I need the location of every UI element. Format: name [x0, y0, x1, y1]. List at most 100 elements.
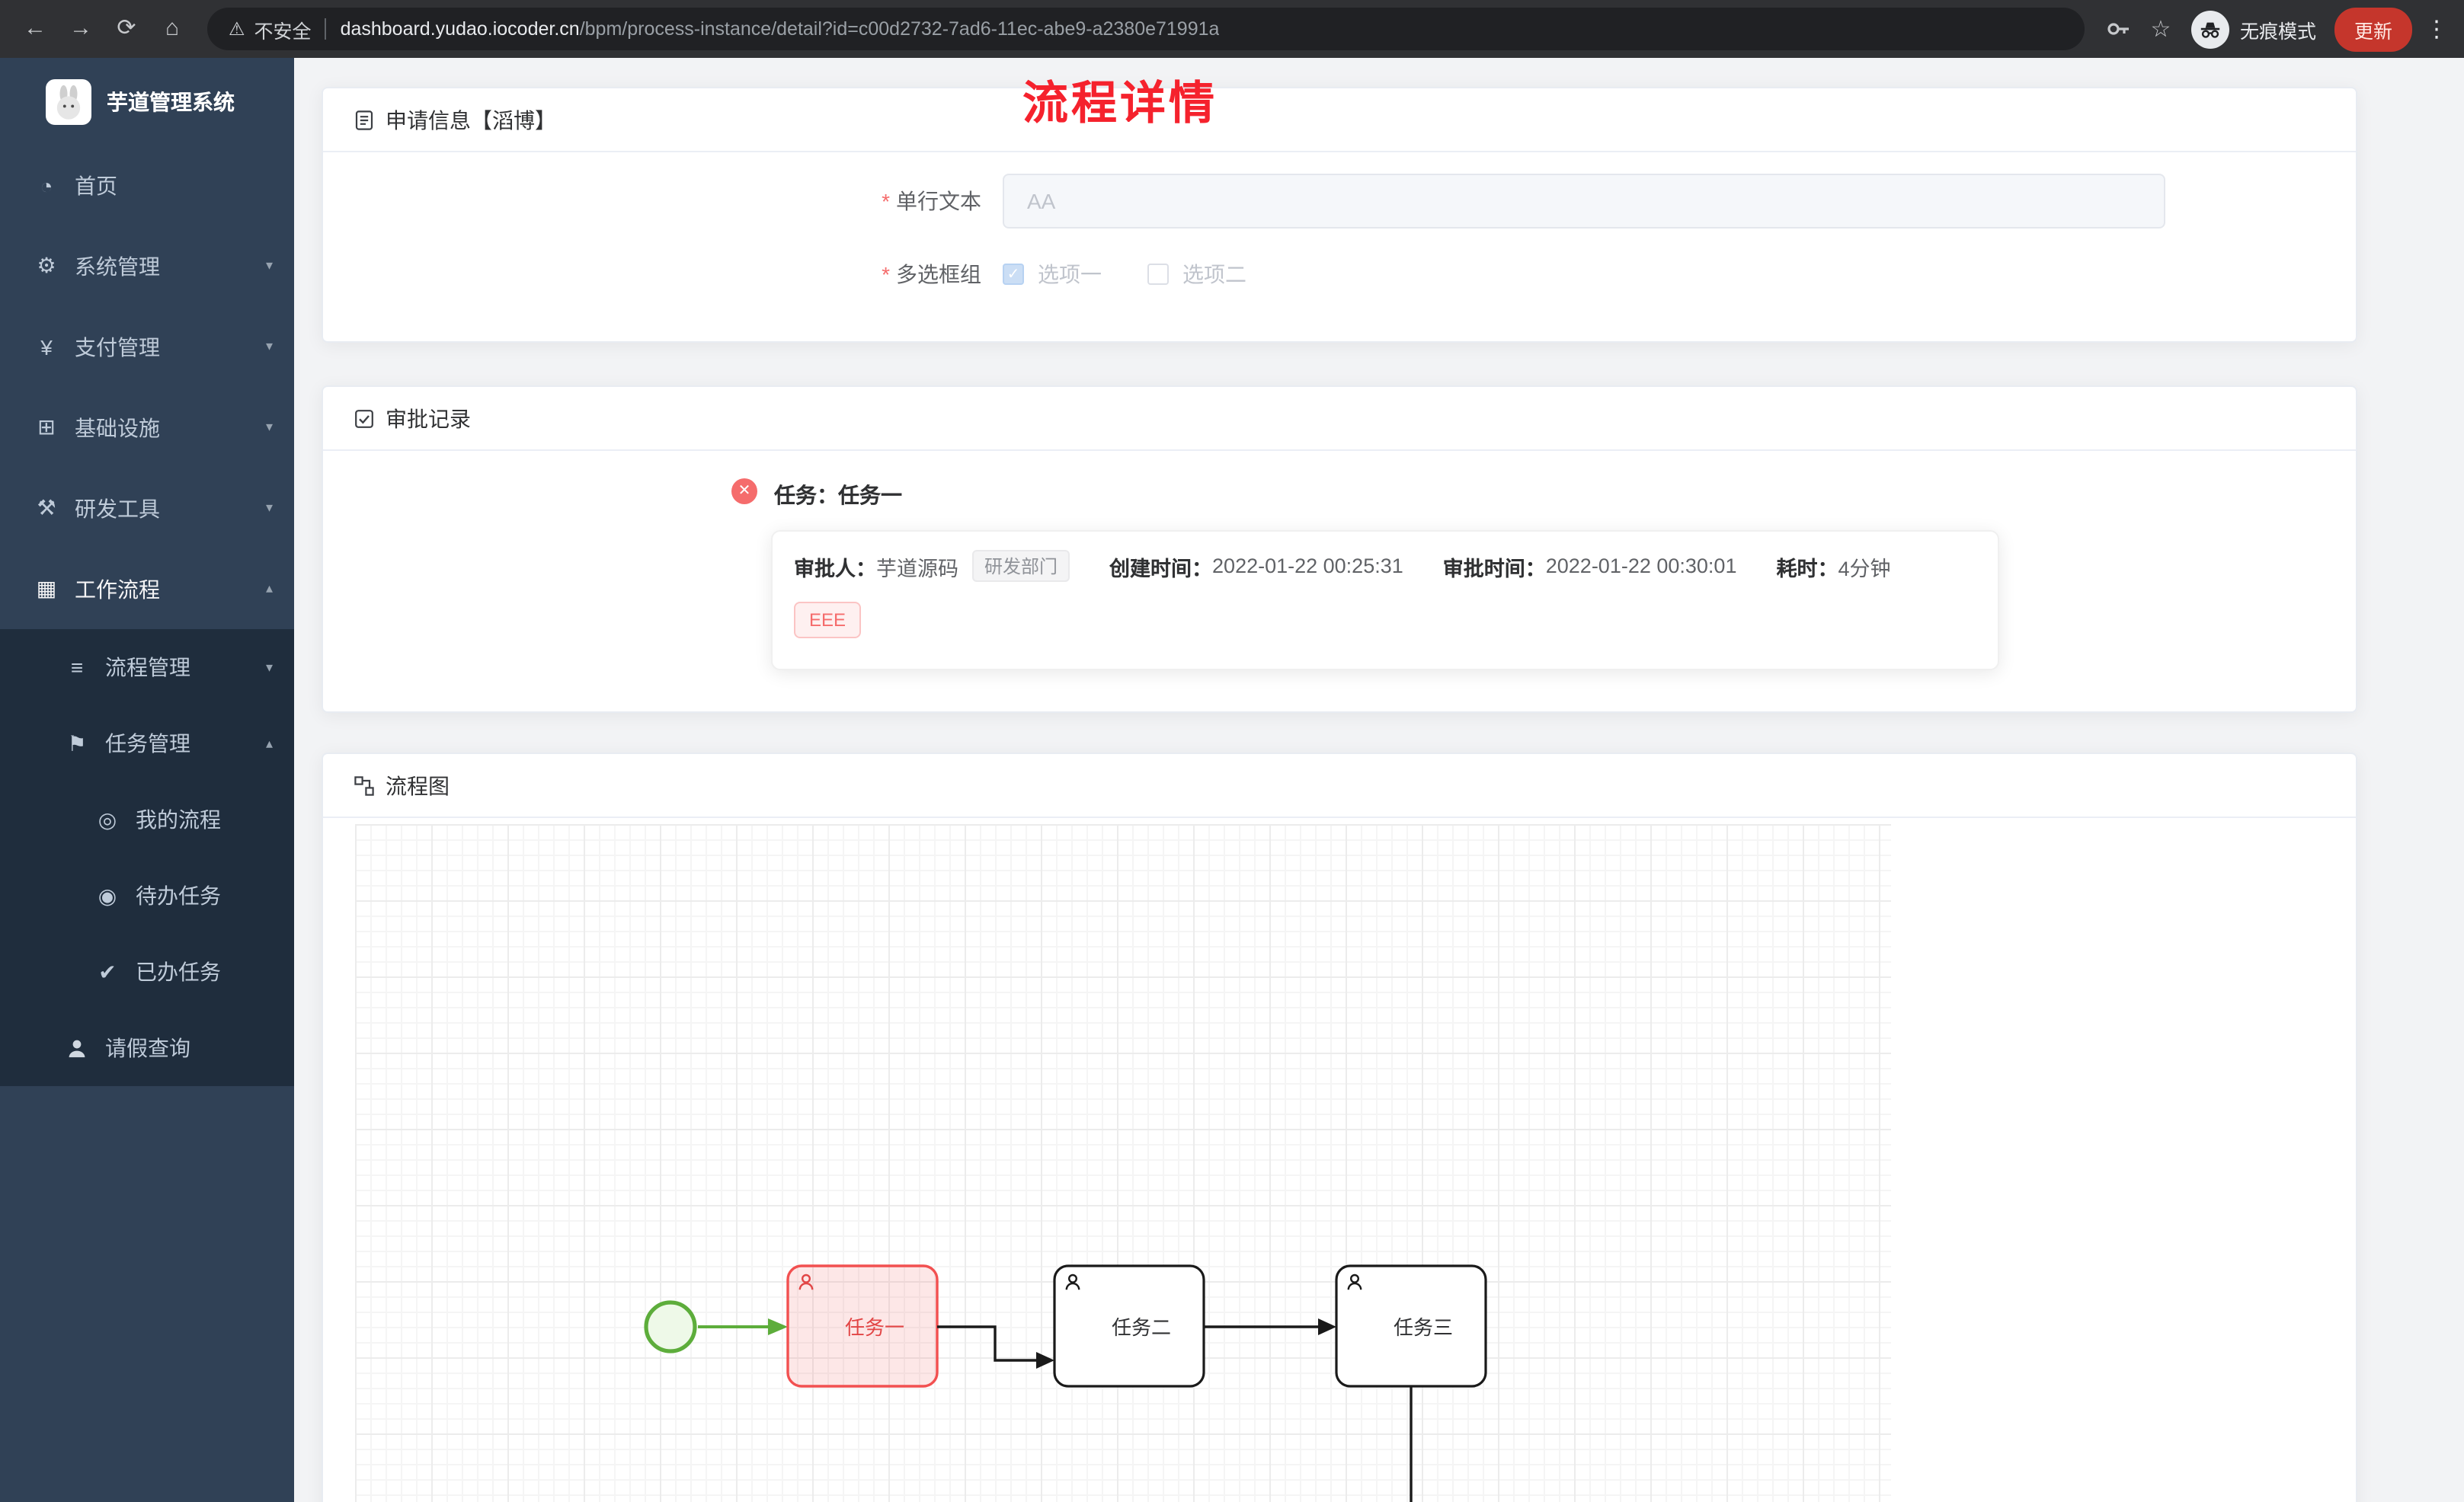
sidebar-item-label: 支付管理: [75, 334, 160, 359]
checkbox-option-1[interactable]: ✓ 选项一: [1003, 259, 1102, 289]
person-icon: [64, 1038, 90, 1058]
back-icon[interactable]: ←: [24, 15, 46, 41]
workflow-icon: ▦: [36, 576, 57, 600]
page-title: 流程详情: [1022, 79, 1218, 129]
key-icon[interactable]: [2097, 8, 2139, 50]
arrowhead-black: [1318, 1318, 1336, 1335]
reload-icon[interactable]: ⟳: [117, 15, 136, 41]
application-info-title: 申请信息【滔博】: [386, 107, 556, 132]
sidebar-item-my-process[interactable]: ◎ 我的流程: [0, 781, 294, 858]
chevron-down-icon: ▾: [265, 257, 273, 273]
process-diagram-title: 流程图: [386, 773, 450, 797]
sidebar-item-home[interactable]: ◔ 首页: [0, 145, 294, 225]
bookmark-star-icon[interactable]: ☆: [2150, 17, 2171, 43]
chevron-down-icon: ▾: [265, 338, 273, 353]
payment-icon: ¥: [40, 334, 53, 359]
sidebar-item-label: 工作流程: [75, 577, 160, 601]
checkbox-group: ✓ 选项一 选项二: [1003, 259, 1246, 289]
sidebar-item-workflow[interactable]: ▦ 工作流程 ▴: [0, 548, 294, 629]
approve-time-label: 审批时间：: [1442, 557, 1546, 580]
bpmn-diagram: 任务一 任务二: [644, 1264, 1487, 1502]
browser-menu-icon[interactable]: ⋮: [2425, 17, 2448, 43]
sidebar-item-label: 请假查询: [105, 1036, 190, 1060]
application-info-card: 申请信息【滔博】 *单行文本 *多选框组 ✓ 选项一 选项二: [322, 87, 2357, 343]
done-check-icon: ✔: [98, 959, 117, 983]
incognito-chip[interactable]: 无痕模式: [2190, 10, 2316, 48]
sidebar-item-label: 我的流程: [136, 807, 221, 832]
dashboard-icon: ◔: [40, 173, 53, 197]
process-list-icon: ≡: [70, 655, 84, 679]
flow-task1-to-task2: [937, 1325, 1036, 1362]
create-time-value: 2022-01-22 00:25:31: [1212, 554, 1403, 577]
gear-icon: ⚙: [37, 253, 56, 277]
sidebar-item-label: 待办任务: [136, 884, 221, 908]
diagram-icon: [354, 775, 375, 796]
approval-records-card: 审批记录 ✕ 任务：任务一 审批人： 芋道源码 研发部门 创建时间： 2022-…: [322, 385, 2357, 713]
sidebar-item-label: 首页: [75, 173, 117, 197]
chevron-up-icon: ▴: [265, 580, 273, 596]
sidebar-item-system-management[interactable]: ⚙ 系统管理 ▾: [0, 225, 294, 306]
chevron-down-icon: ▾: [265, 659, 273, 674]
approval-comment-tag: EEE: [794, 602, 862, 638]
my-process-icon: ◎: [98, 807, 117, 831]
application-info-header: 申请信息【滔博】: [323, 88, 2356, 152]
forward-icon[interactable]: →: [69, 15, 92, 41]
sidebar-item-leave-query[interactable]: 请假查询: [0, 1010, 294, 1086]
text-field-label: *单行文本: [882, 189, 981, 213]
approver-label: 审批人：: [794, 557, 876, 580]
svg-text:任务一: 任务一: [845, 1316, 904, 1339]
single-line-text-input[interactable]: [1003, 174, 2165, 228]
address-bar[interactable]: ⚠ 不安全 dashboard.yudao.iocoder.cn/bpm/pro…: [207, 8, 2085, 50]
svg-text:任务三: 任务三: [1394, 1316, 1453, 1339]
task-status-error-icon: ✕: [731, 478, 757, 504]
url-host: dashboard.yudao.iocoder.cn: [340, 18, 580, 40]
checkbox-option-label: 选项二: [1182, 262, 1246, 286]
sidebar-item-payment-management[interactable]: ¥ 支付管理 ▾: [0, 306, 294, 387]
sidebar-item-todo-tasks[interactable]: ◉ 待办任务: [0, 858, 294, 934]
incognito-icon: [2190, 10, 2229, 48]
checkbox-option-2[interactable]: 选项二: [1147, 259, 1246, 289]
process-diagram-header: 流程图: [323, 754, 2356, 818]
app-logo-row[interactable]: 芋道管理系统: [0, 58, 294, 145]
app-logo: [46, 78, 91, 124]
duration-label: 耗时：: [1776, 557, 1838, 580]
approval-detail-row: 审批人： 芋道源码 研发部门 创建时间： 2022-01-22 00:25:31…: [794, 550, 1976, 582]
arrowhead-green: [768, 1318, 788, 1335]
sidebar: 芋道管理系统 ◔ 首页 ⚙ 系统管理 ▾ ¥ 支付管理 ▾ ⊞ 基础设施 ▾ ⚒…: [0, 58, 294, 1502]
sidebar-item-devtools[interactable]: ⚒ 研发工具 ▾: [0, 468, 294, 548]
sidebar-item-task-management[interactable]: ⚑ 任务管理 ▴: [0, 705, 294, 781]
chrome-update-button[interactable]: 更新: [2334, 7, 2412, 51]
chevron-down-icon: ▾: [265, 500, 273, 515]
sidebar-item-label: 基础设施: [75, 415, 160, 439]
document-icon: [354, 109, 375, 130]
security-warning-icon: ⚠: [229, 18, 245, 40]
checkbox-group-label: *多选框组: [882, 262, 981, 286]
sidebar-item-process-management[interactable]: ≡ 流程管理 ▾: [0, 629, 294, 705]
required-mark: *: [882, 189, 890, 213]
checkbox-checked-icon: ✓: [1003, 264, 1024, 285]
sidebar-item-label: 已办任务: [136, 960, 221, 984]
checkbox-unchecked-icon: [1147, 264, 1169, 285]
sidebar-item-label: 流程管理: [105, 655, 190, 679]
task-node-1[interactable]: 任务一: [786, 1264, 939, 1388]
sidebar-item-done-tasks[interactable]: ✔ 已办任务: [0, 934, 294, 1010]
task-node-3[interactable]: 任务三: [1335, 1264, 1487, 1388]
task-flag-icon: ⚑: [67, 730, 87, 755]
create-time-label: 创建时间：: [1109, 557, 1213, 580]
task-node-2[interactable]: 任务二: [1053, 1264, 1205, 1388]
record-icon: [354, 407, 375, 429]
required-mark: *: [882, 262, 890, 286]
home-icon[interactable]: ⌂: [165, 15, 180, 41]
sidebar-item-infrastructure[interactable]: ⊞ 基础设施 ▾: [0, 387, 294, 468]
url-path: /bpm/process-instance/detail?id=c00d2732…: [579, 18, 1220, 40]
arrowhead-black: [1036, 1352, 1054, 1369]
devtools-icon: ⚒: [37, 495, 56, 519]
chevron-down-icon: ▾: [265, 419, 273, 434]
sidebar-item-label: 任务管理: [105, 731, 190, 756]
start-event-node[interactable]: [644, 1300, 697, 1353]
sidebar-item-label: 系统管理: [75, 254, 160, 278]
bpmn-canvas[interactable]: 任务一 任务二: [355, 824, 1891, 1502]
app-title: 芋道管理系统: [107, 89, 235, 113]
eye-icon: ◉: [98, 883, 117, 907]
